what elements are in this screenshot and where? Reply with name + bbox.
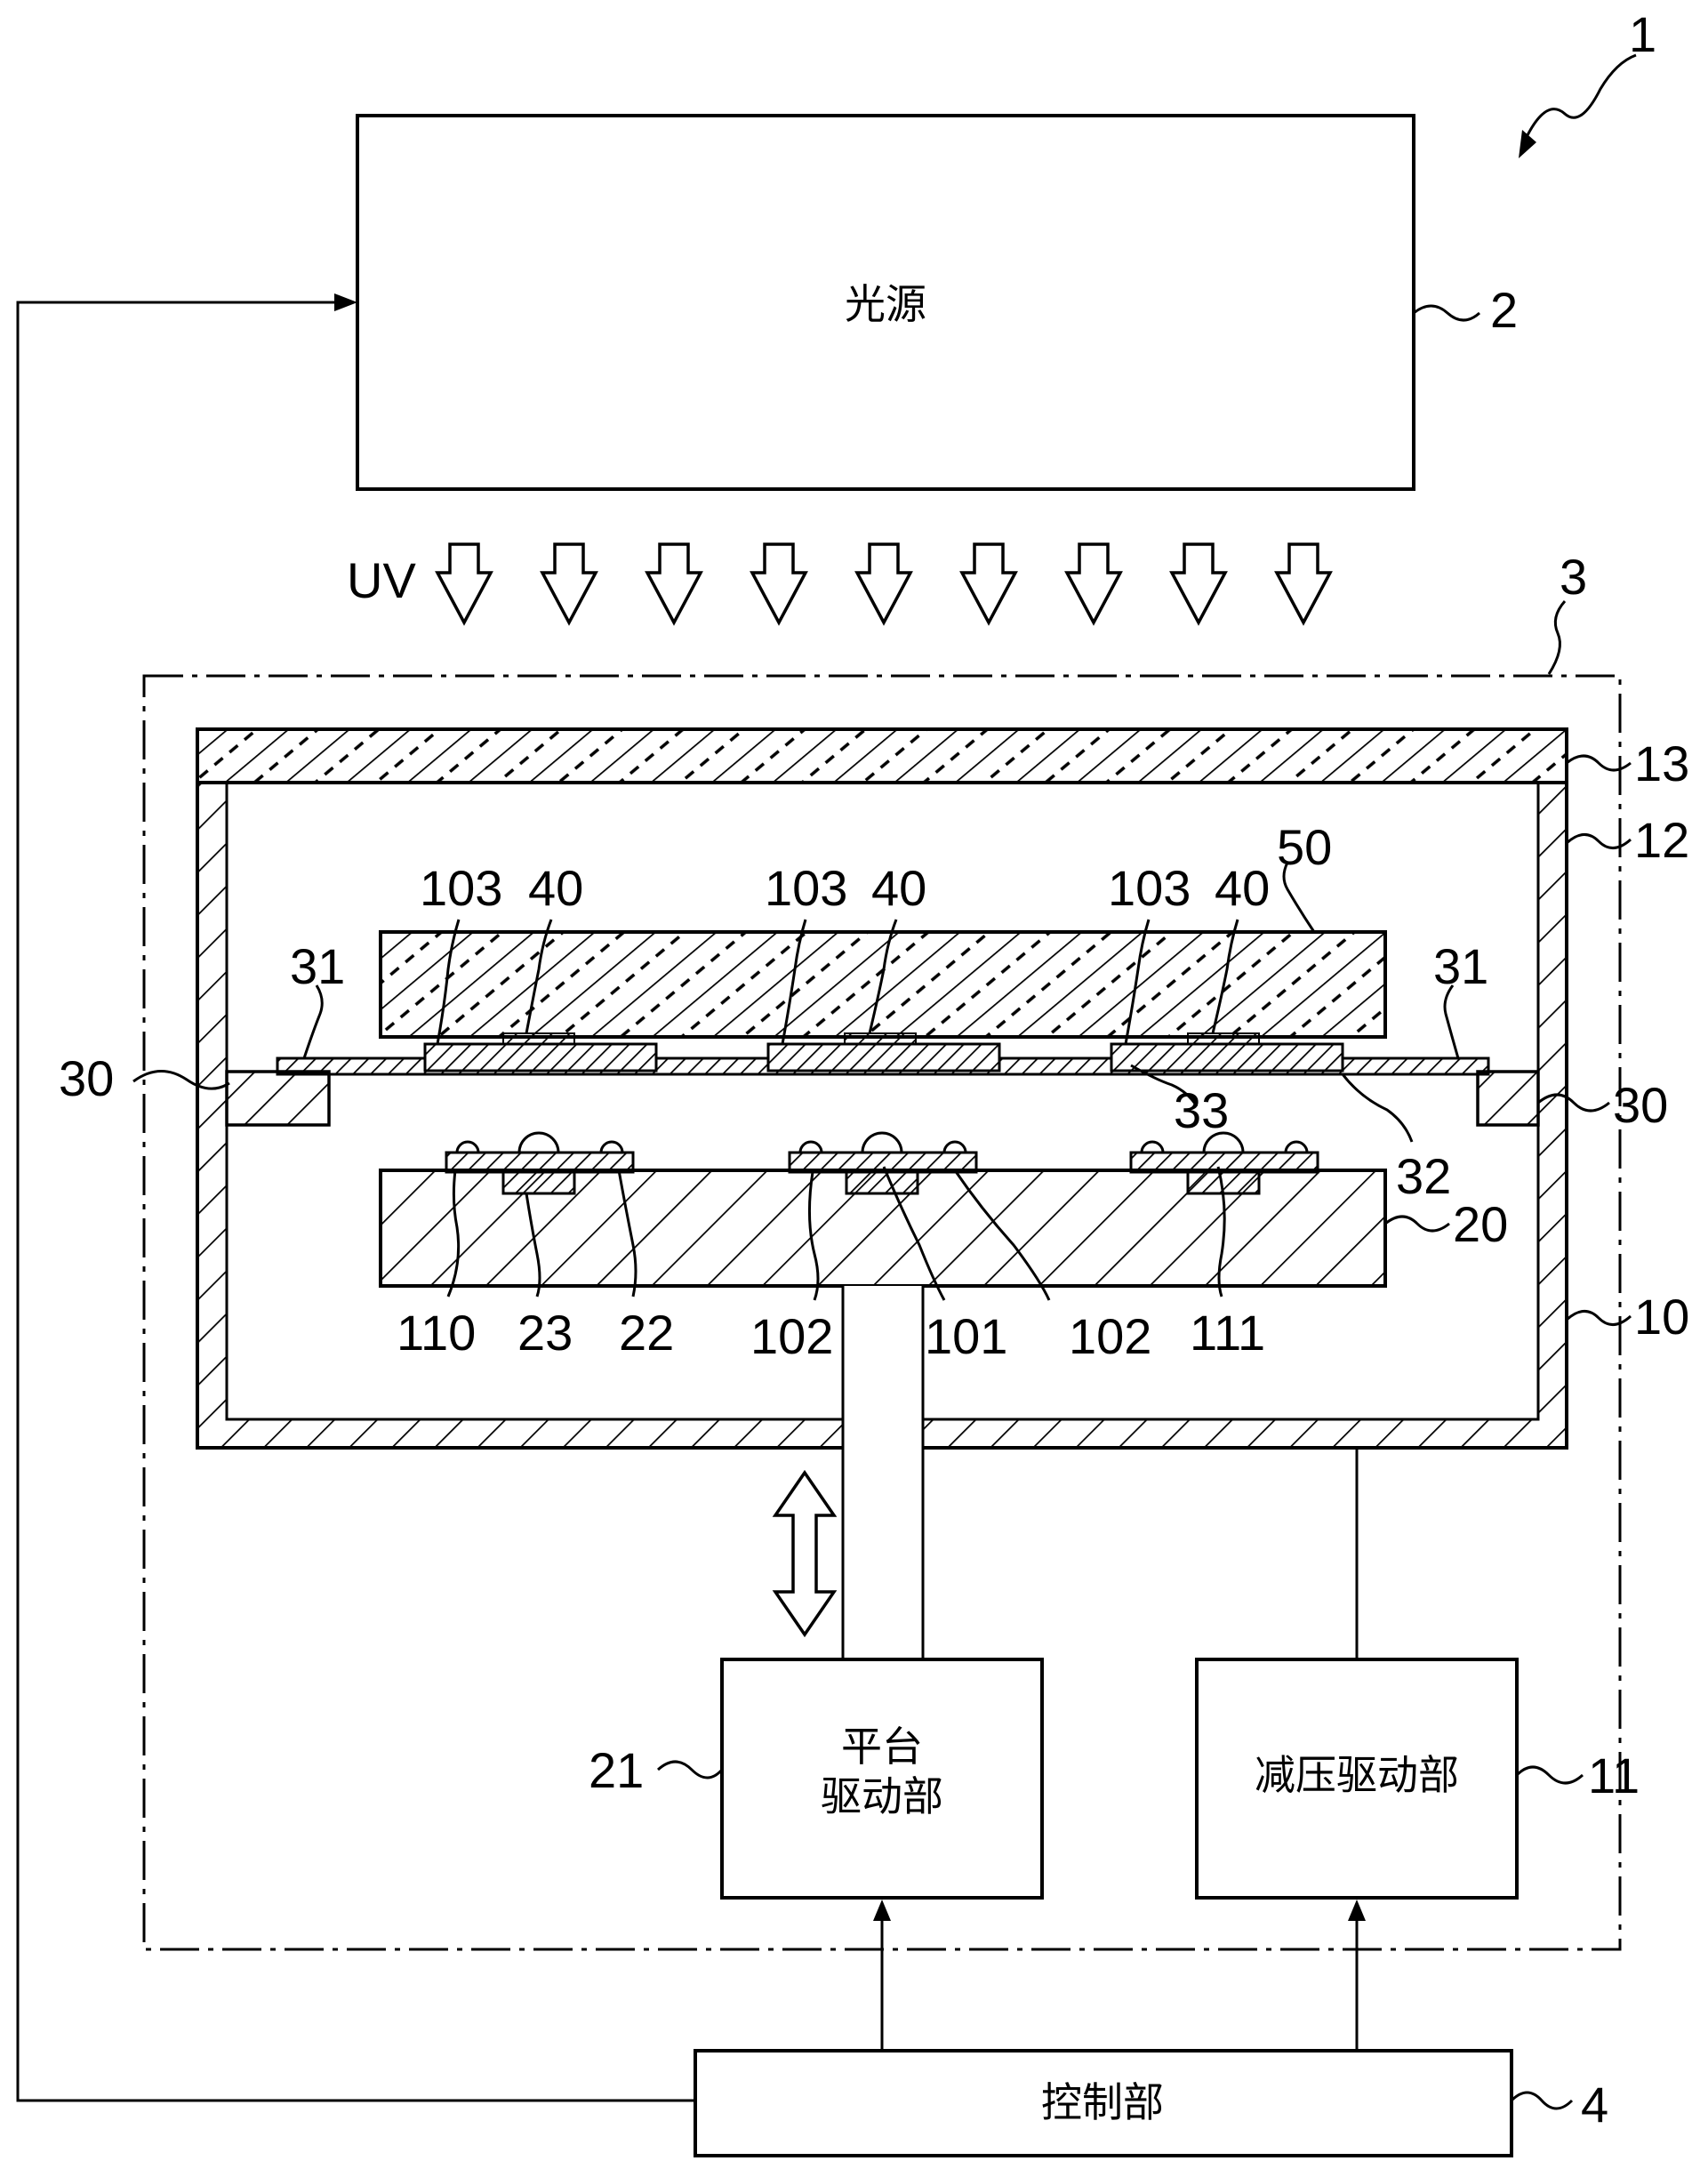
- uv-arrow-row: [435, 542, 1333, 626]
- decompression-drive-leader: [1515, 1765, 1584, 1785]
- controller-to-drive-arrows: [873, 1900, 1366, 2051]
- decompression-drive-ref: 11: [1588, 1747, 1640, 1803]
- controller-box: [694, 2049, 1513, 2157]
- system-ref: 1: [1629, 6, 1656, 62]
- wall-ref: 12: [1634, 812, 1689, 868]
- uv-arrow-7: [1064, 542, 1123, 626]
- light-source-label: 光源: [845, 280, 926, 328]
- holder-left-leader: [132, 1070, 230, 1090]
- mask-c-ref: 40: [1215, 860, 1270, 916]
- window-leader: [1566, 754, 1632, 772]
- recess-left: [501, 1170, 576, 1195]
- stage-motion-arrow: [772, 1469, 838, 1638]
- sheet-leader: [1341, 1073, 1414, 1143]
- frame-left-leader: [302, 984, 324, 1059]
- window-ref: 13: [1634, 735, 1689, 791]
- light-source-ref: 2: [1490, 282, 1518, 338]
- apparatus-ref: 3: [1560, 549, 1587, 605]
- system-pointer: [1519, 53, 1637, 158]
- controller-to-light-line: [16, 293, 695, 2102]
- frame-sheet: [276, 1032, 1490, 1076]
- mask-b: [844, 1032, 917, 1045]
- mask-a: [502, 1032, 575, 1045]
- stage-drive-label-line2: 驱动部: [821, 1772, 943, 1820]
- holder-right-leader: [1537, 1093, 1610, 1113]
- lens-b-ref: 103: [765, 860, 847, 916]
- mask-b-ref: 40: [871, 860, 926, 916]
- controller-label: 控制部: [1041, 2078, 1164, 2126]
- plate: [379, 930, 1387, 1039]
- light-source-leader: [1413, 304, 1480, 322]
- sheet-ref: 32: [1396, 1148, 1451, 1204]
- stage-drive-leader: [656, 1760, 724, 1779]
- uv-arrow-8: [1169, 542, 1228, 626]
- chamber-ref: 10: [1634, 1289, 1689, 1345]
- lower-leaders: [446, 1166, 1226, 1301]
- wafer-left-ref: 110: [397, 1305, 476, 1361]
- holder-right-ref: 30: [1613, 1077, 1668, 1133]
- tape-pad-middle: [766, 1042, 1001, 1072]
- stage-drive-ref: 21: [589, 1742, 644, 1798]
- uv-arrow-5: [854, 542, 913, 626]
- lens-a-ref: 103: [420, 860, 502, 916]
- wafer-right: [1129, 1151, 1319, 1174]
- tape-ref: 33: [1174, 1082, 1229, 1138]
- controller-leader: [1510, 2091, 1574, 2110]
- wafer-right-ref: 111: [1190, 1305, 1265, 1361]
- uv-arrow-4: [750, 542, 808, 626]
- mask-a-ref: 40: [528, 860, 583, 916]
- chamber-leader: [1565, 1310, 1632, 1326]
- stage-leader: [1384, 1215, 1450, 1233]
- uv-label: UV: [347, 552, 416, 608]
- holder-right: [1476, 1070, 1540, 1127]
- plate-ref: 50: [1277, 819, 1332, 875]
- tape-leader: [1130, 1064, 1199, 1107]
- frame-right-leader: [1443, 984, 1460, 1059]
- controller-ref: 4: [1581, 2077, 1608, 2133]
- frame-left-ref: 31: [290, 938, 345, 994]
- stage-ref: 20: [1453, 1196, 1508, 1252]
- uv-arrow-1: [435, 542, 493, 626]
- uv-arrow-3: [645, 542, 703, 626]
- holder-left-ref: 30: [59, 1050, 114, 1106]
- lens-c-ref: 103: [1108, 860, 1191, 916]
- mask-c: [1187, 1032, 1260, 1045]
- lens-mask-labels: [436, 919, 1239, 1045]
- uv-arrow-6: [959, 542, 1018, 626]
- chip-ref: 101: [925, 1308, 1007, 1364]
- wall-leader: [1565, 833, 1632, 849]
- holder-left: [225, 1070, 331, 1127]
- uv-arrow-2: [540, 542, 598, 626]
- apparatus-leader: [1547, 600, 1567, 675]
- pad-right-ref: 102: [1069, 1308, 1151, 1364]
- recess-ref: 23: [517, 1305, 573, 1361]
- plate-leader: [1282, 862, 1316, 933]
- tape-pad-left: [423, 1042, 658, 1072]
- frame-right-ref: 31: [1433, 938, 1488, 994]
- wafer-middle: [788, 1151, 978, 1174]
- wafer-left: [445, 1151, 635, 1174]
- tape-pad-right: [1110, 1042, 1344, 1072]
- stage-drive-label-line1: 平台: [841, 1723, 923, 1771]
- uv-arrow-9: [1274, 542, 1333, 626]
- groove-ref: 22: [619, 1305, 674, 1361]
- recess-middle: [845, 1170, 919, 1195]
- decompression-drive-label: 减压驱动部: [1255, 1751, 1459, 1799]
- decompression-drive-box: [1195, 1658, 1519, 1900]
- stage-drive-box: [720, 1658, 1044, 1900]
- chamber-window: [196, 727, 1568, 784]
- light-source-box: [356, 114, 1415, 491]
- pad-left-ref: 102: [750, 1308, 833, 1364]
